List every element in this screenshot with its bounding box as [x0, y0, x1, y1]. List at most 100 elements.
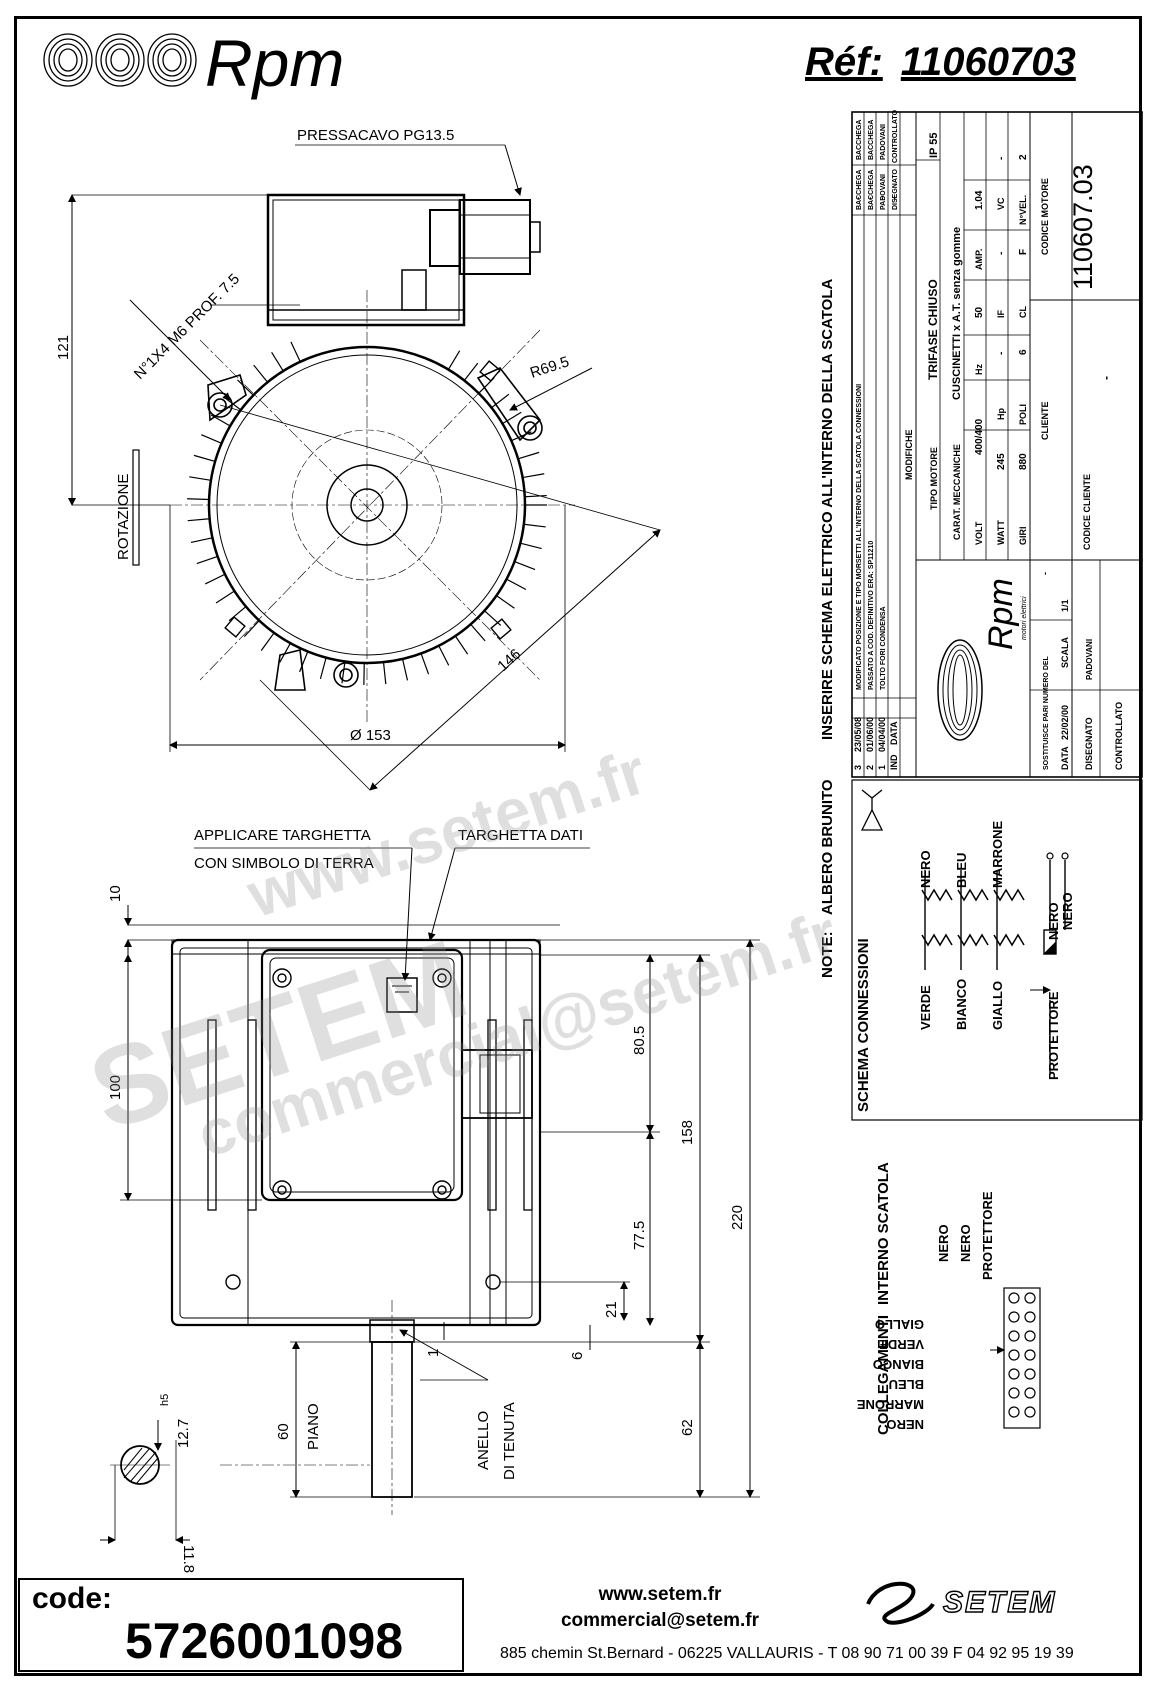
applicare-label-2: CON SIMBOLO DI TERRA	[194, 855, 374, 872]
inserire-note: INSERIRE SCHEMA ELETTRICO ALL'INTERNO DE…	[819, 278, 836, 740]
code-value: 5726001098	[125, 1613, 404, 1669]
if-value: -	[996, 252, 1007, 255]
title-block	[851, 111, 1143, 778]
amp-label: AMP.	[974, 249, 984, 270]
terminal-screw	[1008, 1330, 1020, 1342]
coll-wire-bianco: BIANCO	[873, 1357, 924, 1372]
rev2-date: 01/06/00	[865, 717, 875, 752]
dim-60: 60	[275, 1423, 292, 1440]
cooling-fin	[491, 393, 510, 409]
ref-label: Réf:	[805, 40, 883, 84]
cooling-fin	[260, 632, 275, 651]
rev3-designed: BACCHEGA	[856, 170, 863, 210]
anello-label-1: ANELLO	[475, 1411, 492, 1470]
dim-6: 6	[569, 1352, 586, 1360]
terminal-screw	[1024, 1406, 1036, 1418]
dim-12-7: 12.7	[175, 1419, 192, 1448]
h5-label: h5	[159, 1394, 171, 1406]
nvel-label: N°VEL.	[1018, 195, 1028, 225]
coll-wire-bleu: BLEU	[889, 1377, 924, 1392]
cooling-fin	[299, 651, 309, 673]
sostituisce-value: -	[1040, 572, 1050, 575]
data-label: DATA	[1060, 746, 1070, 770]
collegamenti-title-1: COLLEGAMENTI	[875, 1315, 892, 1435]
terminal-screw	[1008, 1368, 1020, 1380]
rev2-designed: BACCHEGA	[868, 170, 875, 210]
tb-dash-4: -	[889, 197, 899, 200]
cooling-fin	[290, 341, 301, 363]
rev3-ind: 3	[853, 765, 863, 770]
schema-labels: SCHEMA CONNESSIONI NERO BLEU MARRONE VER…	[855, 821, 1075, 1112]
cooling-fin	[524, 494, 547, 498]
piano-label: PIANO	[305, 1403, 322, 1450]
cooling-fin	[193, 454, 216, 463]
ip-rating: IP 55	[928, 133, 940, 159]
dim-100: 100	[107, 1075, 124, 1100]
cooling-fin	[484, 610, 502, 626]
volt-label: VOLT	[974, 521, 984, 545]
carat-value: CUSCINETTI x A.T. senza gomme	[951, 227, 963, 400]
rev1-designed: PADOVANI	[880, 174, 887, 210]
rev3-text: MODIFICATO POSIZIONE E TIPO MORSETTI ALL…	[856, 384, 863, 690]
hdr-controllato: CONTROLLATO	[892, 109, 899, 163]
cooling-fin	[438, 645, 450, 666]
rev2-text: PASSATO A COD. DEFINITIVO ERA: SP11210	[868, 541, 875, 690]
dim-80-5: 80.5	[631, 1026, 648, 1055]
collegamenti-labels: COLLEGAMENTI INTERNO SCATOLA GIALLO VERD…	[857, 1162, 995, 1435]
applicare-label-1: APPLICARE TARGHETTA	[194, 827, 371, 844]
website-link[interactable]: www.setem.fr	[598, 1584, 722, 1605]
coll-wire-verde: VERDE	[879, 1337, 924, 1352]
vc-value: -	[996, 157, 1007, 160]
front-view-labels: PRESSACAVO PG13.5 N°1X4 M6 PROF. 7.5 R69…	[55, 127, 571, 744]
rev2-ind: 2	[865, 765, 875, 770]
terminal-screw	[1008, 1387, 1020, 1399]
volt-value: 400/400	[974, 418, 985, 455]
vc-label: VC	[996, 197, 1006, 210]
cl-label: CL	[1018, 306, 1028, 318]
front-view	[68, 144, 661, 791]
giri-value: 880	[1018, 453, 1029, 470]
watt-value: 245	[996, 453, 1007, 470]
cooling-fin	[520, 542, 542, 550]
terminal-screw	[1008, 1349, 1020, 1361]
poli-value: 6	[1018, 349, 1029, 355]
cooling-fin	[401, 658, 409, 681]
cooling-fin	[279, 642, 291, 663]
targhetta-label: TARGHETTA DATI	[458, 827, 583, 844]
coll-wire-giallo: GIALLO	[875, 1317, 924, 1332]
amp-value: 1.04	[974, 190, 985, 210]
dim-10: 10	[107, 885, 124, 902]
tb-dash-3: -	[877, 197, 887, 200]
rev3-date: 23/05/08	[853, 717, 863, 752]
cl-value: F	[1018, 249, 1029, 255]
dim-146: 146	[494, 646, 524, 675]
cooling-fin	[201, 434, 222, 444]
prot-wire-2: NERO	[1060, 892, 1075, 930]
terminal-screw	[1008, 1292, 1020, 1304]
wire-bianco: BIANCO	[954, 979, 969, 1030]
drawing-frame	[14, 16, 1142, 1676]
terminal-screw	[1024, 1349, 1036, 1361]
collegamenti-title-2: INTERNO SCATOLA	[875, 1162, 892, 1305]
cooling-fin	[243, 620, 260, 638]
setem-swoosh-icon	[866, 1581, 935, 1625]
dim-62: 62	[679, 1419, 696, 1436]
rev1-ind: 1	[877, 765, 887, 770]
wire-verde: VERDE	[918, 985, 933, 1030]
hz-label: Hz	[974, 364, 984, 375]
cooling-fin	[506, 578, 527, 591]
dim-158: 158	[679, 1120, 696, 1145]
cooling-fin	[463, 362, 479, 381]
cooling-fin	[502, 411, 522, 425]
cooling-fin	[196, 555, 218, 565]
terminal-screw	[1008, 1406, 1020, 1418]
codice-motore: 110607.03	[1068, 164, 1098, 290]
email-link[interactable]: commercial@setem.fr	[560, 1610, 760, 1631]
rev2-checked: BACCHEGA	[868, 120, 875, 160]
sostituisce-label: SOSTITUISCE PARI NUMERO DEL	[1043, 655, 1050, 770]
cooling-fin	[189, 476, 212, 481]
cooling-fin	[523, 523, 546, 528]
cooling-fin	[215, 590, 235, 604]
dim-11-8: 11.8	[180, 1545, 197, 1573]
terminal-screw	[1024, 1368, 1036, 1380]
